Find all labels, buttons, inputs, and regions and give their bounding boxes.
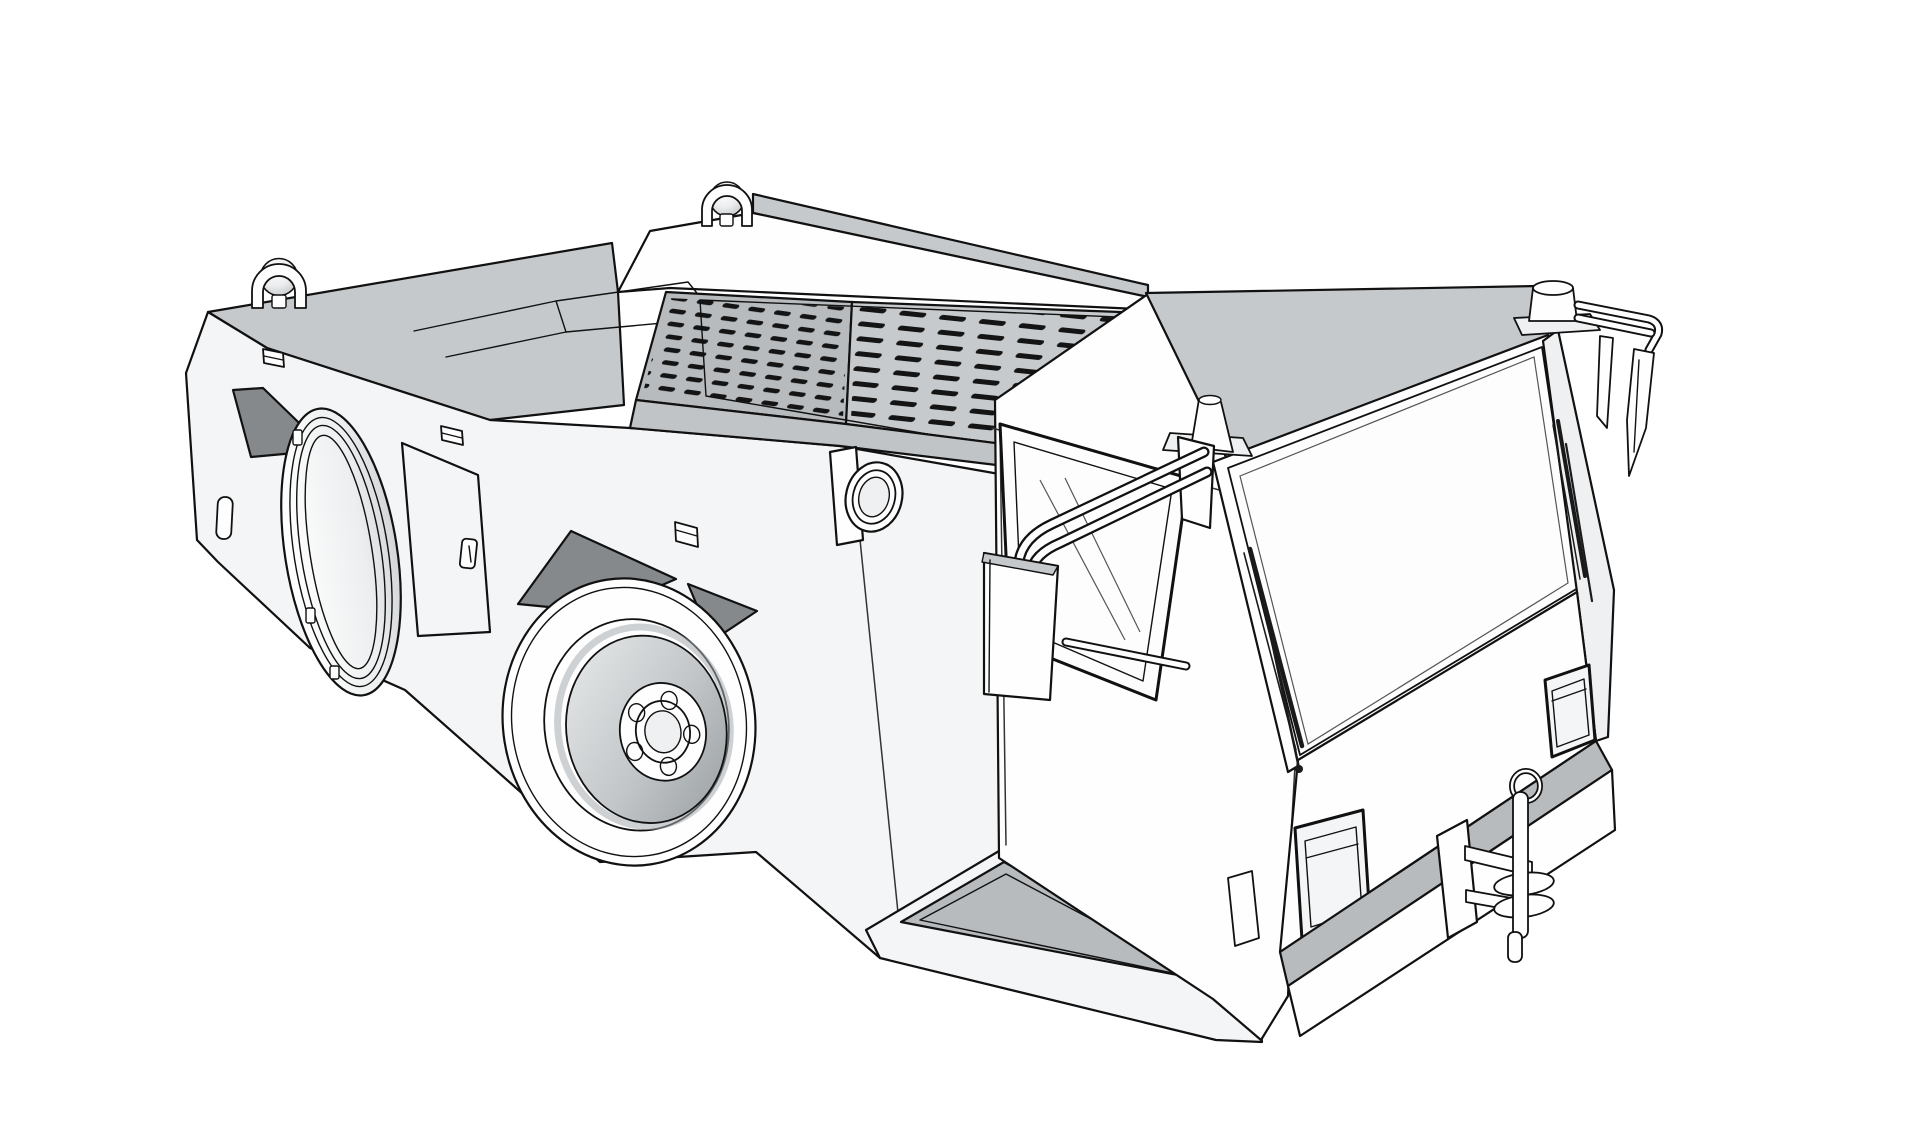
deck-clip — [674, 521, 699, 548]
arm-tube — [1575, 302, 1662, 353]
mirror-edge — [988, 559, 991, 693]
rear-deck — [206, 192, 1207, 422]
arm-tube — [1575, 315, 1654, 336]
mirror-top-face — [981, 552, 1059, 576]
deck-clip — [262, 348, 285, 368]
access-panel — [400, 441, 492, 638]
handrail-tube — [1063, 639, 1189, 669]
rim-tab — [329, 665, 340, 680]
beacon-mid — [701, 181, 753, 227]
body-crease — [857, 519, 903, 953]
roof-beacon-cap — [1532, 280, 1574, 296]
wiper-left — [1243, 546, 1305, 773]
left-mirror — [981, 551, 1060, 702]
hitch-pin — [1507, 768, 1543, 963]
pin-shaft — [1512, 791, 1529, 939]
mirror-blade-large — [1626, 348, 1655, 477]
lug-nut — [627, 703, 646, 723]
deck-clip — [440, 425, 464, 446]
lug-nut — [682, 724, 701, 745]
access-panel-latch — [458, 537, 478, 570]
rim-tab — [305, 607, 316, 624]
work-light-lens — [857, 476, 891, 518]
wiper-pivot — [1295, 765, 1303, 773]
front-wheel-group — [501, 529, 759, 867]
windshield-seal — [1239, 356, 1569, 745]
work-light-rim — [851, 469, 897, 525]
front-wheel — [501, 577, 757, 867]
dish-shade — [554, 623, 734, 830]
right-vent — [1543, 663, 1597, 759]
beacon-foot — [719, 213, 734, 227]
beacon-foot — [271, 294, 287, 309]
louver-field-left — [642, 298, 848, 419]
beacon-bracket — [701, 184, 753, 227]
rim-tab — [292, 429, 303, 446]
mirror-body — [982, 551, 1060, 702]
work-light — [828, 445, 904, 547]
tow-hitch — [1435, 768, 1555, 963]
mirror-blade-small — [1596, 335, 1614, 429]
blade-crease — [1633, 359, 1640, 453]
front-grab-slot — [1227, 870, 1260, 947]
cone-beacon-cap — [1198, 394, 1222, 406]
rear-wheel-disc — [280, 407, 402, 697]
beacon-bracket — [251, 263, 307, 309]
wiper-right — [1552, 419, 1594, 603]
deck-seam-line — [413, 300, 567, 358]
beacon-rear — [251, 257, 307, 309]
through-glass-lines — [1039, 477, 1141, 641]
pin-stub — [1507, 931, 1523, 963]
side-details — [215, 348, 699, 638]
hub-bore — [644, 710, 682, 754]
rear-wheel-group — [231, 386, 402, 697]
hub-bore-ring — [634, 700, 691, 764]
side-slot-vent — [215, 496, 234, 540]
right-mirror-arm — [1573, 300, 1664, 477]
tire-shoulder — [510, 586, 748, 858]
